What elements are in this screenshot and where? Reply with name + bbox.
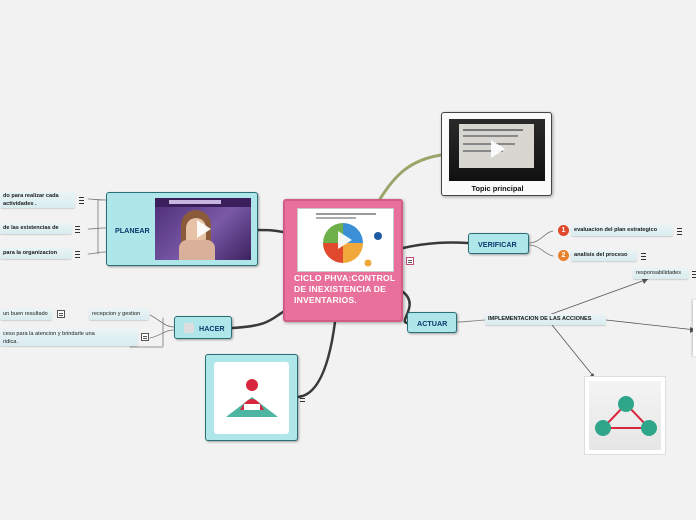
branch-hacer-label: HACER bbox=[199, 324, 225, 333]
verificar-item-2[interactable]: analisis del proceso bbox=[571, 250, 637, 261]
topic-principal-card[interactable]: Topic principal bbox=[441, 112, 552, 196]
hacer-item-3[interactable]: ceso para la atencion y brindarle una ri… bbox=[0, 329, 138, 346]
play-icon[interactable] bbox=[197, 220, 211, 238]
note-icon[interactable] bbox=[141, 333, 149, 341]
central-topic[interactable]: CICLO PHVA:CONTROL DE INEXISTENCIA DE IN… bbox=[283, 199, 403, 322]
topic-principal-label: Topic principal bbox=[471, 184, 524, 193]
planear-video-thumbnail[interactable] bbox=[155, 198, 251, 260]
branch-planear[interactable]: PLANEAR bbox=[106, 192, 258, 266]
hacer-item-1[interactable]: un buen resultado bbox=[0, 309, 52, 320]
thumbs-up-icon bbox=[184, 323, 194, 333]
network-triangle-icon bbox=[595, 396, 657, 436]
actuar-item-implementacion[interactable]: IMPLEMENTACION DE LAS ACCIONES bbox=[485, 314, 606, 325]
menu-icon[interactable] bbox=[677, 228, 682, 235]
note-icon[interactable] bbox=[57, 310, 65, 318]
branch-verificar-label: VERIFICAR bbox=[478, 240, 517, 249]
branch-verificar[interactable]: VERIFICAR bbox=[468, 233, 529, 254]
actuar-item-responsabilidades[interactable]: responsabilidades bbox=[633, 268, 689, 279]
branch-actuar[interactable]: ACTUAR bbox=[407, 312, 457, 333]
menu-icon[interactable] bbox=[75, 226, 80, 233]
planear-item-2[interactable]: de las existencias de bbox=[0, 223, 72, 234]
planear-item-1[interactable]: do para realizar cada actividades . bbox=[0, 192, 75, 208]
play-icon[interactable] bbox=[338, 231, 352, 249]
image-node-person[interactable] bbox=[205, 354, 298, 441]
hacer-item-2[interactable]: recepcion y gestion bbox=[89, 309, 149, 320]
partial-card-edge bbox=[693, 300, 696, 356]
menu-icon[interactable] bbox=[79, 197, 84, 204]
image-node-network[interactable] bbox=[584, 376, 666, 455]
branch-planear-label: PLANEAR bbox=[115, 226, 150, 235]
planear-item-3[interactable]: para la organizacion bbox=[0, 248, 72, 259]
menu-icon[interactable] bbox=[641, 253, 646, 260]
topic-video-thumbnail[interactable] bbox=[449, 119, 545, 181]
menu-icon[interactable] bbox=[300, 395, 305, 402]
menu-icon[interactable] bbox=[75, 251, 80, 258]
central-video-thumbnail[interactable] bbox=[297, 208, 394, 272]
note-icon[interactable] bbox=[406, 257, 414, 265]
branch-hacer[interactable]: HACER bbox=[174, 316, 232, 339]
verificar-item-1[interactable]: evaluacion del plan estrategico bbox=[571, 225, 673, 236]
central-topic-label: CICLO PHVA:CONTROL DE INEXISTENCIA DE IN… bbox=[294, 273, 396, 305]
person-at-desk-icon bbox=[226, 379, 278, 417]
branch-actuar-label: ACTUAR bbox=[417, 319, 448, 328]
play-icon[interactable] bbox=[491, 140, 505, 158]
number-badge-2: 2 bbox=[558, 250, 569, 261]
menu-icon[interactable] bbox=[692, 271, 696, 278]
number-badge-1: 1 bbox=[558, 225, 569, 236]
